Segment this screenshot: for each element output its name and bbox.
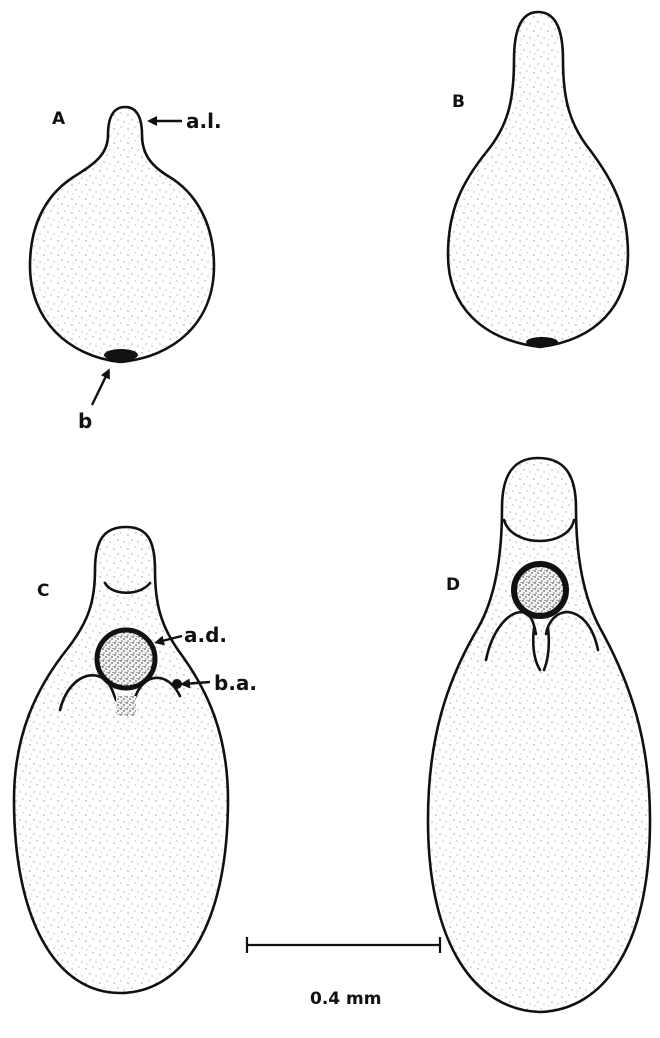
panel-b-base-spot <box>526 337 558 347</box>
scale-bar-label: 0.4 mm <box>310 989 381 1009</box>
panel-c-letter: C <box>37 581 49 601</box>
panel-b: B <box>448 12 628 347</box>
panel-d-letter: D <box>446 575 460 595</box>
base-label: b <box>78 409 92 433</box>
apical-disc-label: a.d. <box>184 623 227 647</box>
panel-c-stalk <box>116 696 136 716</box>
panel-b-letter: B <box>452 92 465 112</box>
panel-d: D <box>428 458 650 1012</box>
scale-bar: 0.4 mm <box>247 937 440 1009</box>
panel-a-letter: A <box>52 109 66 129</box>
panel-a-base-spot <box>104 349 138 361</box>
panel-b-body-outline <box>448 12 628 347</box>
panel-c: C a.d. b.a. <box>14 527 257 993</box>
apical-lobe-label: a.l. <box>186 109 222 133</box>
panel-a: A a.l. b <box>30 107 222 433</box>
panel-a-body-outline <box>30 107 214 362</box>
basal-arms-label: b.a. <box>214 671 257 695</box>
base-arrow <box>92 372 108 405</box>
panel-c-basal-arm-dot <box>172 679 182 689</box>
panel-d-apical-disc <box>514 564 566 616</box>
